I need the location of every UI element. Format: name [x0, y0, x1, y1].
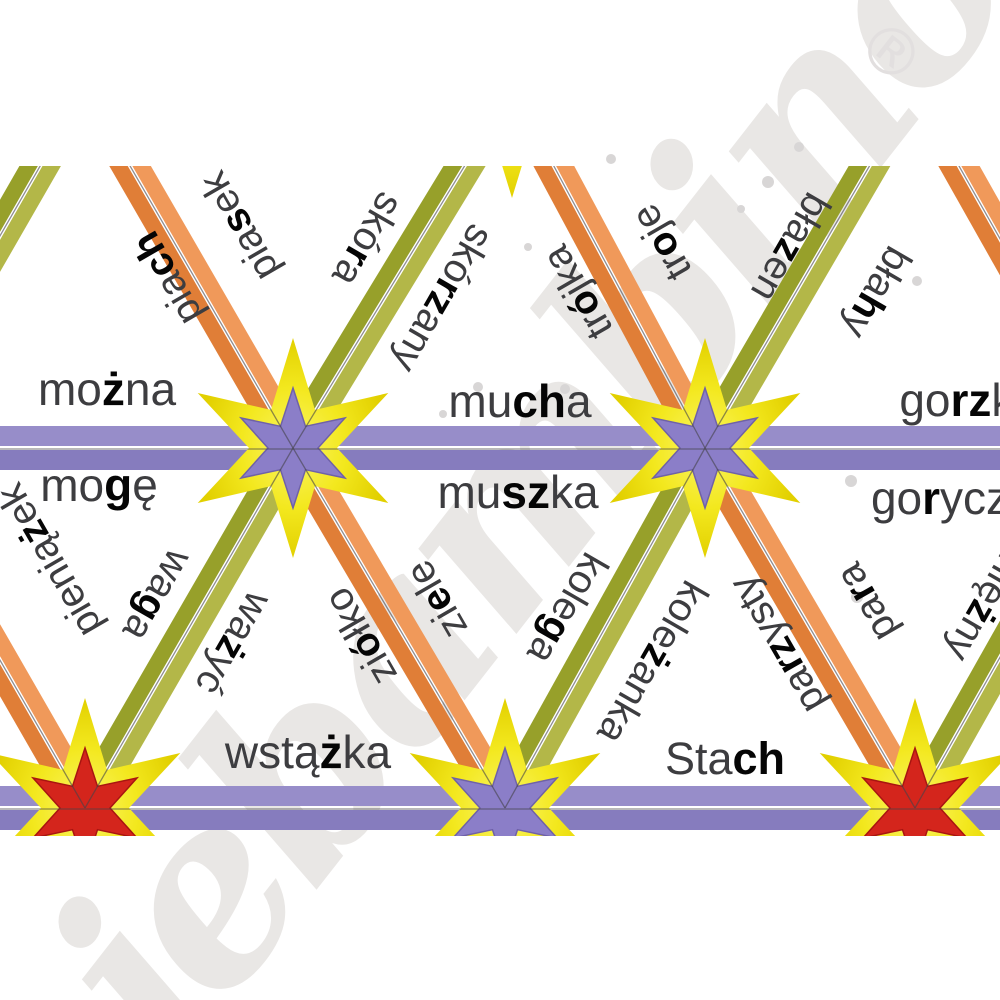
tile-seam	[553, 166, 706, 449]
decor-dot	[762, 176, 774, 188]
edge-stripe-olive	[268, 166, 537, 472]
decor-dot	[606, 154, 616, 164]
edge-stripe-olive	[680, 166, 940, 472]
edge-stripe-orange	[268, 424, 530, 832]
vertex-star-inner-purple	[450, 745, 560, 836]
tile-seam	[292, 447, 506, 809]
vertex-star-inner-red	[860, 745, 970, 836]
decor-dot	[794, 142, 804, 152]
tile-word: mucha	[448, 375, 592, 427]
decor-dot	[737, 205, 745, 213]
tile-word: gorycz	[870, 472, 1000, 524]
edge-stripe-orange	[0, 424, 110, 832]
tile-word: parzysty	[720, 567, 835, 721]
board-graphics	[0, 166, 1000, 836]
tile-word: para	[826, 555, 907, 649]
edge-stripe-orange	[890, 166, 1000, 472]
tile-word: błahy	[832, 238, 920, 346]
tile-word: mogę	[40, 459, 158, 511]
tile-word: błazen	[741, 185, 839, 310]
tile-word: piasek	[191, 166, 289, 289]
tile-word: ziółko	[315, 580, 406, 693]
tile-seam	[84, 447, 294, 809]
tile-word: gorzki	[899, 374, 1000, 426]
edge-stripe-olive	[481, 424, 729, 832]
tile-seam	[504, 447, 706, 809]
tile-word: muszka	[437, 466, 599, 518]
tile-word: koleżanka	[588, 573, 717, 752]
decor-dot	[473, 382, 483, 392]
tile-word: skórzany	[382, 216, 503, 380]
decor-dot	[560, 384, 570, 394]
edge-stripe-olive	[890, 424, 1000, 832]
tile-word: troje	[622, 196, 701, 288]
tile-word: skóra	[323, 184, 412, 294]
tile-word: ważyć	[186, 584, 281, 703]
edge-stripe-orange	[680, 424, 940, 832]
tile-seam	[704, 447, 916, 809]
tile-word: można	[37, 363, 177, 415]
decor-dot	[439, 410, 447, 418]
tile-seam	[704, 166, 871, 449]
tile-word: piach	[123, 223, 212, 333]
tile-word: waga	[113, 541, 201, 649]
decor-dot	[524, 243, 532, 251]
vertex-star-outer	[502, 166, 522, 198]
edge-stripe-olive	[0, 166, 110, 472]
decor-dot	[912, 276, 922, 286]
tile-word: kolega	[518, 545, 617, 672]
tile-word: trójka	[533, 237, 622, 347]
edge-stripe-orange	[60, 166, 318, 472]
tile-seam	[292, 166, 466, 449]
tile-word: ziele	[396, 552, 477, 646]
edge-stripe-olive	[60, 424, 318, 832]
tile-seam	[0, 658, 86, 809]
tile-seam	[914, 655, 1000, 809]
tile-word: wstążka	[224, 726, 392, 778]
tile-seam	[129, 166, 294, 449]
edge-stripe-orange	[488, 166, 729, 472]
vertex-star-inner-red	[30, 745, 140, 836]
tile-word: Stach	[664, 733, 786, 784]
decor-dot	[851, 591, 863, 603]
decor-dot	[845, 475, 857, 487]
